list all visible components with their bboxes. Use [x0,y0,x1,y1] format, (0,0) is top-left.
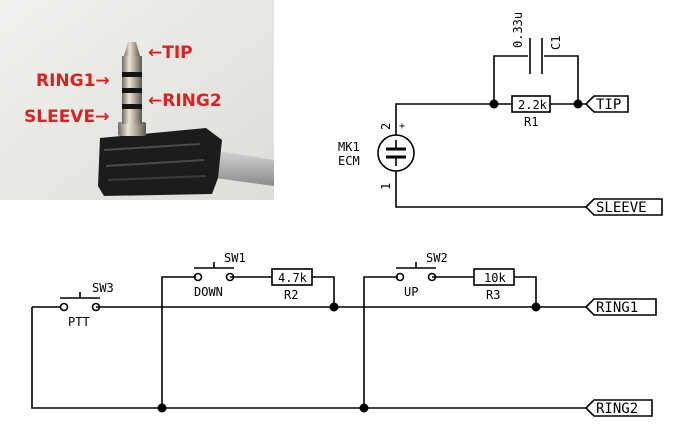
port-ring2-label: RING2 [596,401,638,417]
junction-dot [329,302,339,312]
c1-ref: C1 [549,36,563,50]
ring2-label: ←RING2 [148,91,222,111]
sw3-value: PTT [68,315,90,329]
wire-mic-bottom [395,174,586,208]
wire-r2-ring1 [312,276,335,307]
sleeve-label: SLEEVE→ [24,107,109,127]
sw1-value: DOWN [194,285,223,299]
wire-ring2 [31,307,586,409]
sw3-ref: SW3 [92,281,114,295]
mk1-ref: MK1 [338,140,360,154]
port-sleeve: SLEEVE [584,198,663,216]
tip-label: ←TIP [148,43,193,63]
mk1-plus-sign: + [399,121,405,132]
r3-ref: R3 [486,288,500,302]
wire-c1-right [544,55,579,104]
wire-mic-top [395,103,494,132]
port-sleeve-label: SLEEVE [596,200,647,216]
switch-sw2: SW2 UP [395,251,448,299]
wire-sw1-branch [161,276,196,408]
wire-sw2-branch [363,276,398,408]
junction-dot [573,99,583,109]
resistor-r1: 2.2k R1 [511,95,551,129]
mk1-pin-plus: 2 [379,123,393,130]
microphone-mk1: MK1 ECM 2 1 + [338,121,415,190]
sw1-ref: SW1 [224,251,246,265]
resistor-r2: 4.7k R2 [271,268,313,302]
r2-value: 4.7k [278,271,308,285]
trrs-plug-photo: ←TIP RING1→ ←RING2 SLEEVE→ [0,0,274,200]
mk1-value: ECM [338,154,360,168]
switch-sw3: SW3 PTT [59,281,114,329]
capacitor-c1: 0.33u C1 [511,12,563,74]
resistor-r3: 10k R3 [473,268,515,302]
port-tip-label: TIP [596,97,621,113]
junction-dot [359,403,369,413]
ring1-label: RING1→ [36,71,110,91]
port-ring1-label: RING1 [596,300,638,316]
mk1-pin-minus: 1 [379,183,393,190]
r1-ref: R1 [524,115,538,129]
port-ring1: RING1 [584,298,657,316]
wire-c1-left [493,55,528,104]
r1-value: 2.2k [518,98,548,112]
switch-sw1: SW1 DOWN [193,251,246,299]
wire-r3-ring1 [514,276,537,307]
sw2-value: UP [404,285,418,299]
sw2-ref: SW2 [426,251,448,265]
bottom-circuit: SW3 PTT SW1 DOWN 4.7k R2 SW2 UP [31,251,657,417]
port-ring2: RING2 [584,399,653,417]
junction-dot [157,403,167,413]
top-circuit: 0.33u C1 2.2k R1 MK1 ECM 2 1 + [338,12,663,216]
r3-value: 10k [484,271,506,285]
c1-value: 0.33u [511,12,525,48]
r2-ref: R2 [284,288,298,302]
junction-dot [531,302,541,312]
junction-dot [489,99,499,109]
port-tip: TIP [584,95,629,113]
